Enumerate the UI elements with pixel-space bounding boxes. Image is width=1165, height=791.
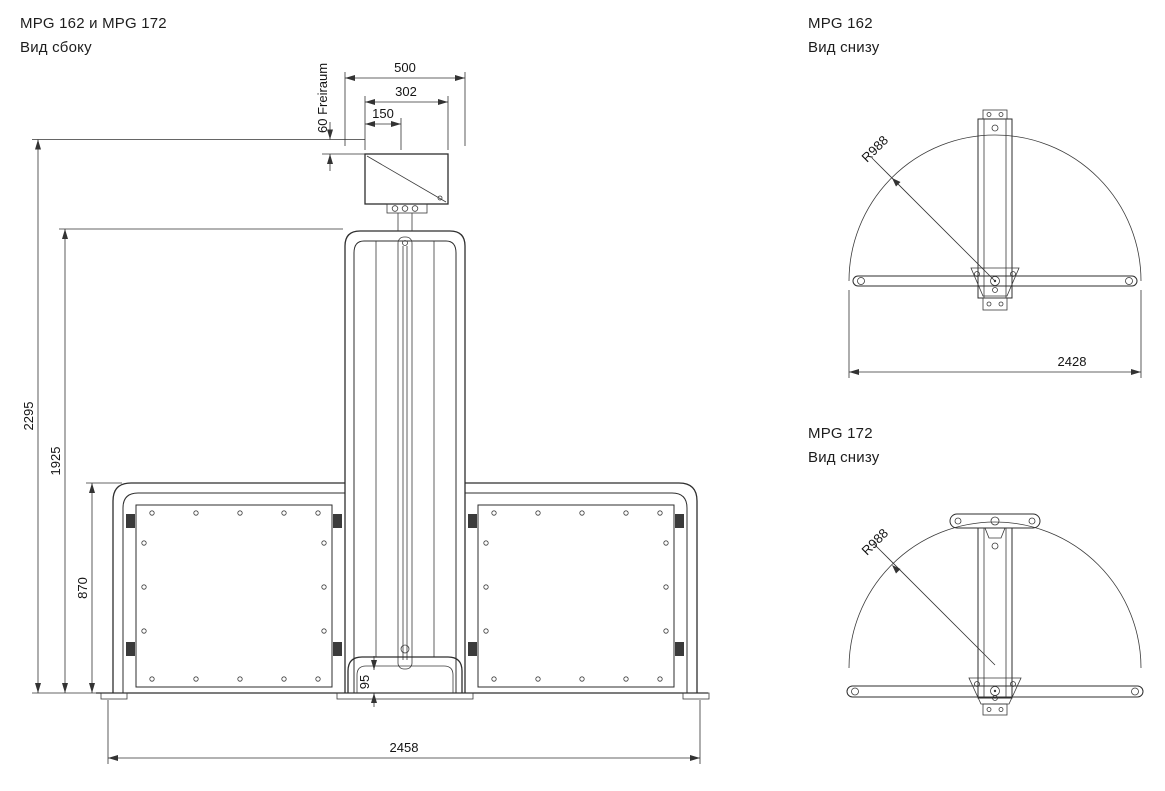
mpg162-bottom-title: MPG 162 Вид снизу [808, 12, 879, 60]
side-view-drawing: 500 302 150 60 Freiraum [21, 60, 710, 764]
base-housing [347, 656, 463, 693]
dim-2458: 2458 [107, 700, 701, 764]
mpg172-title-view: Вид снизу [808, 449, 880, 466]
dim-2458-label: 2458 [390, 740, 419, 755]
left-panel-bolt-holes [141, 510, 327, 682]
dim-1925: 1925 [48, 228, 343, 693]
ground-line [32, 692, 710, 700]
dim-150: 150 [365, 106, 402, 150]
mpg172-column-section [977, 527, 1013, 699]
mpg162-title-view: Вид снизу [808, 39, 880, 56]
dim-2295: 2295 [21, 139, 41, 693]
left-guard-panel [112, 482, 345, 693]
dim-302-label: 302 [395, 84, 417, 99]
mpg162-arm [852, 267, 1138, 297]
mpg172-sweep-arc [848, 521, 1142, 669]
control-box [364, 153, 449, 231]
mpg172-radius-label: R988 [859, 526, 892, 559]
right-guard-panel [465, 482, 698, 693]
dim-500-label: 500 [394, 60, 416, 75]
dim-2428: 2428 [848, 290, 1142, 378]
right-panel-bolt-holes [483, 510, 669, 682]
dim-2428-label: 2428 [1058, 354, 1087, 369]
mpg162-bottom-view-drawing: R988 2428 [848, 109, 1142, 378]
dim-500: 500 [344, 60, 466, 146]
mpg162-title-model: MPG 162 [808, 15, 873, 32]
rotating-arm-side [397, 236, 413, 670]
dim-870-label: 870 [75, 577, 90, 599]
dim-150-label: 150 [372, 106, 394, 121]
mpg172-dim-radius: R988 [859, 526, 996, 666]
mpg172-top-hub-plate [949, 513, 1041, 539]
dim-302: 302 [364, 84, 449, 150]
dim-1925-label: 1925 [48, 447, 63, 476]
right-panel-hinges [468, 514, 684, 656]
dim-2295-label: 2295 [21, 402, 36, 431]
side-view-title-models: MPG 162 и MPG 172 [20, 15, 167, 32]
side-view-title: MPG 162 и MPG 172 Вид сбоку [20, 12, 167, 60]
side-view-title-view: Вид сбоку [20, 39, 92, 56]
mpg162-sweep-arc [848, 134, 1142, 282]
mpg172-bottom-title: MPG 172 Вид снизу [808, 422, 879, 470]
mpg172-arm [846, 677, 1144, 716]
dim-freiraum-label: 60 Freiraum [315, 63, 330, 133]
left-panel-hinges [126, 514, 342, 656]
central-column [344, 230, 466, 693]
dim-95: 95 [357, 656, 377, 707]
dim-870: 870 [75, 482, 122, 693]
mpg162-dim-radius: R988 [859, 133, 996, 282]
dim-95-label: 95 [357, 675, 372, 689]
mpg172-title-model: MPG 172 [808, 425, 873, 442]
mpg162-radius-label: R988 [859, 133, 892, 166]
dim-freiraum: 60 Freiraum [32, 63, 365, 171]
mpg172-bottom-view-drawing: R988 [846, 513, 1144, 716]
